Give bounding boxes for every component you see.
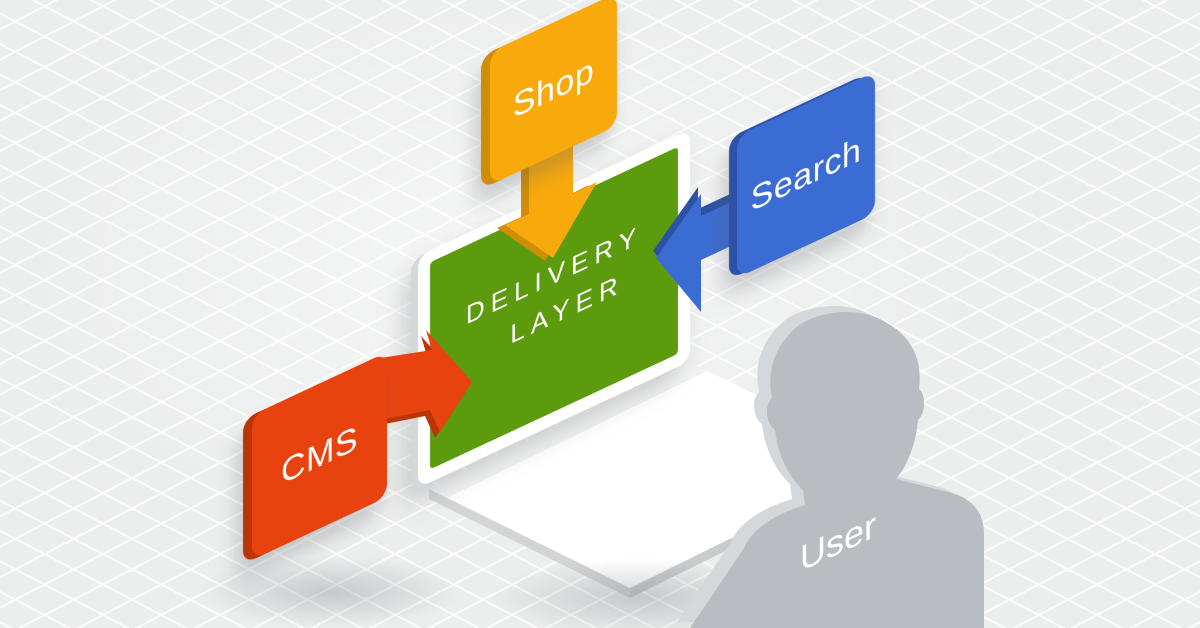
delivery-layer-node: DELIVERY LAYER [430, 146, 678, 470]
shop-node: Shop [481, 0, 617, 190]
search-label: Search [750, 129, 862, 220]
user-silhouette [690, 311, 984, 628]
search-node-face: Search [737, 71, 875, 279]
screen-frame: DELIVERY LAYER [418, 129, 690, 489]
cms-shadow [200, 556, 460, 628]
cms-node: CMS [243, 352, 387, 565]
cms-node-face: CMS [252, 352, 387, 560]
search-node: Search [729, 71, 875, 280]
base-edge-left [429, 489, 630, 598]
user-shadow [490, 558, 790, 628]
shop-node-face: Shop [490, 0, 617, 185]
laptop-screen: DELIVERY LAYER [411, 129, 690, 493]
delivery-layer-label: DELIVERY LAYER [430, 197, 678, 393]
cms-label: CMS [280, 418, 359, 493]
user-label: User [799, 503, 876, 580]
shop-label: Shop [512, 50, 595, 127]
user-silhouette-edge [677, 305, 971, 622]
